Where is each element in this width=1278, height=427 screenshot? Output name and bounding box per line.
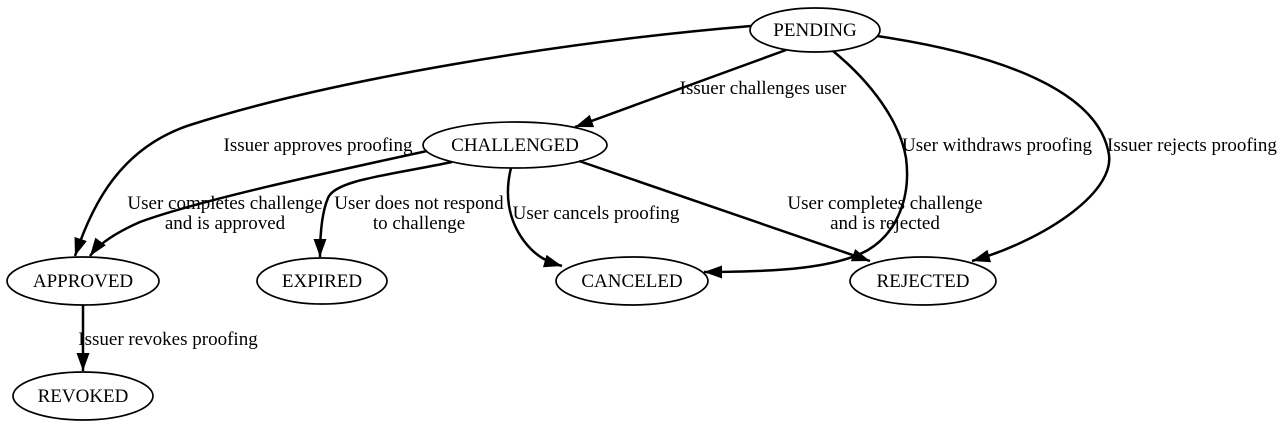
edge-pending-canceled-arrow	[703, 50, 909, 279]
edge-pending-rejected: Issuer rejects proofing	[876, 34, 1277, 263]
edges: Issuer challenges user Issuer approves p…	[73, 24, 1277, 371]
edge-pending-rejected-label: Issuer rejects proofing	[1107, 135, 1277, 156]
edge-challenged-canceled-label: User cancels proofing	[513, 203, 680, 224]
edge-challenged-canceled-arrow	[506, 167, 563, 268]
node-canceled: CANCELED	[555, 256, 709, 306]
node-pending-shape	[749, 7, 881, 53]
node-expired-label: EXPIRED	[282, 271, 362, 292]
edge-challenged-expired: User does not respond to challenge	[313, 160, 504, 258]
edge-challenged-expired-label-line1: User does not respond	[334, 193, 504, 214]
node-approved-shape	[6, 256, 160, 306]
nodes: PENDING CHALLENGED APPROVED EXPIRED CANC…	[6, 7, 997, 421]
node-revoked-label: REVOKED	[38, 386, 129, 407]
node-canceled-label: CANCELED	[581, 271, 682, 292]
edge-challenged-expired-arrow	[313, 160, 453, 258]
node-pending-label: PENDING	[773, 20, 857, 41]
edge-pending-challenged: Issuer challenges user	[574, 48, 847, 129]
edge-pending-approved-label: Issuer approves proofing	[224, 135, 413, 156]
edge-challenged-rejected: User completes challenge and is rejected	[578, 159, 983, 263]
edge-challenged-approved-label-line2: and is approved	[165, 213, 286, 234]
node-rejected-shape	[849, 256, 997, 306]
node-approved: APPROVED	[6, 256, 160, 306]
edge-challenged-approved: User completes challenge and is approved	[88, 149, 428, 257]
edge-pending-canceled: User withdraws proofing	[703, 50, 1092, 279]
edge-pending-challenged-arrow	[574, 48, 787, 129]
node-rejected: REJECTED	[849, 256, 997, 306]
edge-challenged-canceled: User cancels proofing	[506, 167, 680, 268]
node-expired: EXPIRED	[256, 257, 388, 305]
node-revoked-shape	[12, 371, 154, 421]
node-rejected-label: REJECTED	[877, 271, 970, 292]
node-challenged-label: CHALLENGED	[451, 135, 579, 156]
edge-pending-rejected-arrow	[876, 34, 1111, 263]
edge-challenged-rejected-arrow	[578, 159, 871, 263]
node-revoked: REVOKED	[12, 371, 154, 421]
node-challenged-shape	[422, 121, 608, 169]
edge-challenged-approved-label-line1: User completes challenge	[127, 193, 322, 214]
edge-challenged-rejected-label-line1: User completes challenge	[787, 193, 982, 214]
edge-challenged-expired-label-line2: to challenge	[373, 213, 465, 234]
edge-approved-revoked-label: Issuer revokes proofing	[78, 329, 258, 350]
node-approved-label: APPROVED	[33, 271, 133, 292]
node-pending: PENDING	[749, 7, 881, 53]
edge-pending-canceled-label: User withdraws proofing	[902, 135, 1092, 156]
edge-challenged-approved-arrow	[88, 149, 428, 257]
node-canceled-shape	[555, 256, 709, 306]
edge-challenged-rejected-label-line2: and is rejected	[830, 213, 940, 234]
edge-pending-challenged-label: Issuer challenges user	[680, 78, 847, 99]
node-challenged: CHALLENGED	[422, 121, 608, 169]
edge-pending-approved-arrow	[73, 24, 752, 257]
edge-pending-approved: Issuer approves proofing	[73, 24, 752, 257]
edge-approved-revoked: Issuer revokes proofing	[76, 305, 258, 371]
node-expired-shape	[256, 257, 388, 305]
